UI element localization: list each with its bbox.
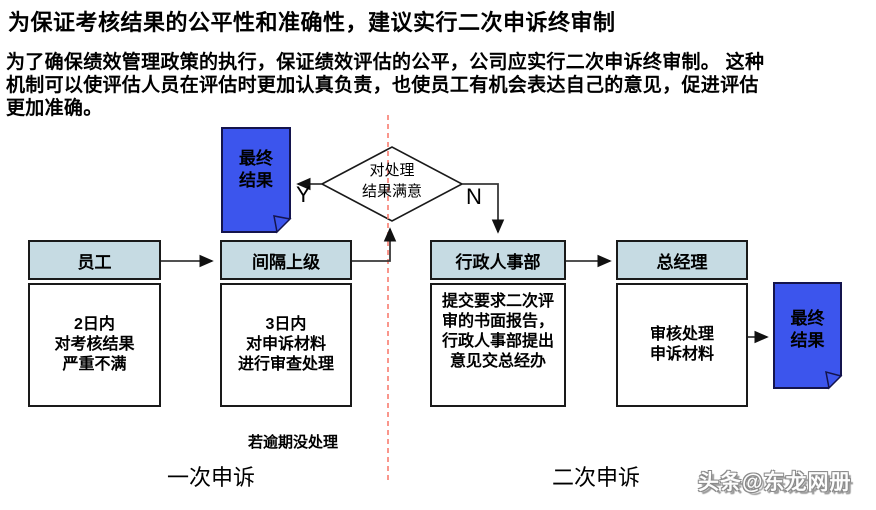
arrow-decision-no-to-hr xyxy=(462,183,505,234)
final-result-doc-left xyxy=(221,127,292,234)
watermark-toutiao: 头条@东龙网册 xyxy=(698,471,852,494)
intro-paragraph: 为了确保绩效管理政策的执行，保证绩效评估的公平，公司应实行二次申诉终审制。 这种… xyxy=(6,52,765,119)
stage-body-employee: 2日内 对考核结果 严重不满 xyxy=(28,283,161,407)
stage-body-skip-level-supervisor: 3日内 对申诉材料 进行审查处理 xyxy=(220,283,352,407)
stage-header-employee: 员工 xyxy=(28,240,161,280)
final-result-doc-right xyxy=(773,282,843,390)
final-result-right-label: 最终 结果 xyxy=(790,309,825,350)
arrow-skip-to-decision xyxy=(352,227,397,262)
stage-label-second-appeal: 二次申诉 xyxy=(552,465,641,490)
final-result-left-label: 最终 结果 xyxy=(239,149,273,190)
decision-no-label: N xyxy=(466,184,482,209)
stage-body-hr-admin-dept: 提交要求二次评 审的书面报告， 行政人事部提出 意见交总经办 xyxy=(430,283,566,407)
stage-header-general-manager: 总经理 xyxy=(616,240,748,280)
decision-yes-label: Y xyxy=(296,182,311,207)
stage-header-hr-admin-dept: 行政人事部 xyxy=(430,240,566,280)
slide-title: 为保证考核结果的公平性和准确性，建议实行二次申诉终审制 xyxy=(8,10,616,35)
stage-body-general-manager: 审核处理 申诉材料 xyxy=(616,283,748,407)
stage-label-first-appeal: 一次申诉 xyxy=(167,465,256,490)
overdue-note: 若逾期没处理 xyxy=(247,434,338,451)
stage-header-skip-level-supervisor: 间隔上级 xyxy=(220,240,352,280)
decision-label: 对处理 结果满意 xyxy=(361,162,422,200)
